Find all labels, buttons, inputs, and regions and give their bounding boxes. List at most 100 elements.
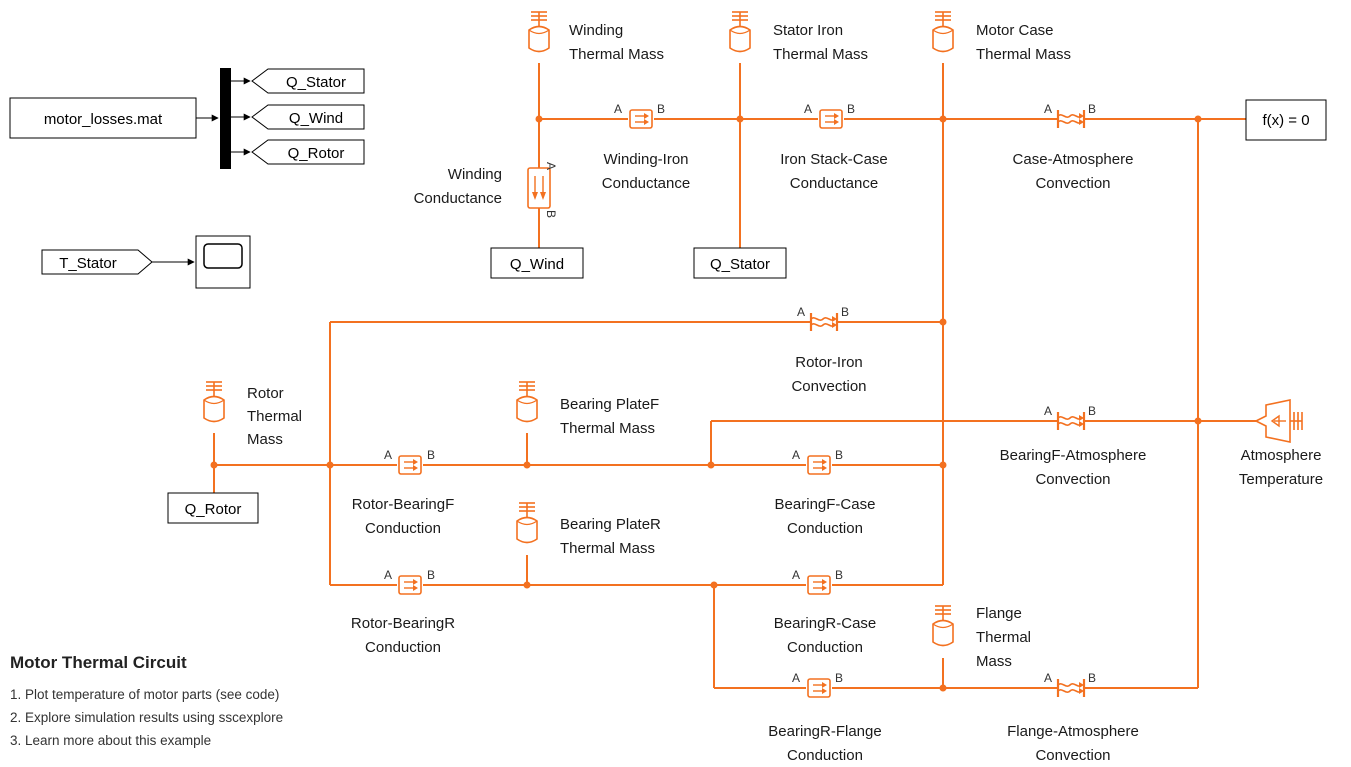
mass-label-2: Thermal [247, 408, 302, 425]
goto-label: Q_Stator [286, 74, 346, 91]
goto-label: Q_Wind [289, 110, 343, 127]
from-label: T_Stator [59, 255, 117, 272]
port-b-label: B [841, 305, 849, 319]
element-label-1: Rotor-BearingR [351, 615, 455, 632]
scope-icon [203, 243, 243, 269]
element-label-2: Conductance [414, 190, 502, 207]
goto-q-rotor[interactable]: Q_Rotor [251, 139, 365, 165]
element-label-2: Conduction [365, 639, 441, 656]
port-a-label: A [792, 448, 800, 462]
flange-atmosphere-convection[interactable]: A B Flange-Atmosphere Convection [1007, 671, 1139, 764]
port-a-label: A [1044, 671, 1052, 685]
from-file-label: motor_losses.mat [44, 111, 163, 128]
port-b-label: B [657, 102, 665, 116]
note-learn-more-link[interactable]: 3. Learn more about this example [10, 733, 211, 748]
from-label: Q_Stator [710, 256, 770, 273]
from-q-stator[interactable]: Q_Stator [693, 247, 787, 279]
element-label-2: Conduction [787, 520, 863, 537]
port-a-label: A [384, 568, 392, 582]
notes-title: Motor Thermal Circuit [10, 653, 187, 672]
port-b-label: B [1088, 671, 1096, 685]
bearingF-atmosphere-convection[interactable]: A B BearingF-Atmosphere Convection [1000, 404, 1147, 488]
port-a-label: A [544, 162, 558, 170]
bearing-plateF-thermal-mass[interactable]: Bearing PlateF Thermal Mass [516, 381, 659, 437]
port-b-label: B [835, 568, 843, 582]
mass-label-3: Mass [976, 653, 1012, 670]
winding-conductance[interactable]: A B Winding Conductance [414, 162, 558, 218]
port-a-label: A [804, 102, 812, 116]
port-a-label: A [1044, 404, 1052, 418]
from-label: Q_Wind [510, 256, 564, 273]
bearingF-case-conduction[interactable]: A B BearingF-Case Conduction [775, 448, 876, 537]
flange-thermal-mass[interactable]: Flange Thermal Mass [932, 605, 1031, 670]
element-label-1: Case-Atmosphere [1013, 151, 1134, 168]
scope-block[interactable] [195, 235, 251, 289]
mass-label-1: Winding [569, 22, 623, 39]
physical-connections [213, 63, 1256, 689]
stator-iron-thermal-mass[interactable]: Stator Iron Thermal Mass [729, 11, 868, 63]
from-q-wind[interactable]: Q_Wind [490, 247, 584, 279]
mass-label-1: Rotor [247, 385, 284, 402]
mass-label-2: Thermal Mass [560, 420, 655, 437]
element-label-2: Convection [1035, 471, 1110, 488]
winding-thermal-mass[interactable]: Winding Thermal Mass [528, 11, 664, 63]
element-label-1: Flange-Atmosphere [1007, 723, 1139, 740]
mass-label-2: Thermal [976, 629, 1031, 646]
rotor-thermal-mass[interactable]: Rotor Thermal Mass [203, 381, 302, 448]
rotor-iron-convection[interactable]: A B Rotor-Iron Convection [791, 305, 866, 395]
goto-q-wind[interactable]: Q_Wind [251, 104, 365, 130]
goto-q-stator[interactable]: Q_Stator [251, 68, 365, 94]
mass-label-3: Mass [247, 431, 283, 448]
port-b-label: B [1088, 404, 1096, 418]
element-label-1: BearingR-Flange [768, 723, 881, 740]
element-label-1: BearingF-Atmosphere [1000, 447, 1147, 464]
demux-bar[interactable] [220, 68, 231, 169]
mass-label-2: Thermal Mass [569, 46, 664, 63]
element-label-1: Iron Stack-Case [780, 151, 888, 168]
rotor-bearingR-conduction[interactable]: A B Rotor-BearingR Conduction [351, 568, 455, 656]
solver-configuration[interactable]: f(x) = 0 [1245, 99, 1327, 141]
element-label-1: Winding [448, 166, 502, 183]
port-a-label: A [614, 102, 622, 116]
port-b-label: B [1088, 102, 1096, 116]
port-b-label: B [427, 448, 435, 462]
from-file-block[interactable]: motor_losses.mat [9, 97, 197, 139]
element-label-2: Conduction [365, 520, 441, 537]
winding-iron-conductance[interactable]: A B Winding-Iron Conductance [602, 102, 690, 192]
mass-label-2: Thermal Mass [773, 46, 868, 63]
element-label-1: Rotor-Iron [795, 354, 863, 371]
model-notes: Motor Thermal Circuit 1. Plot temperatur… [10, 653, 283, 748]
port-a-label: A [1044, 102, 1052, 116]
element-label-2: Convection [791, 378, 866, 395]
port-b-label: B [544, 210, 558, 218]
element-label-2: Conductance [602, 175, 690, 192]
mass-label-1: Stator Iron [773, 22, 843, 39]
mass-label-1: Flange [976, 605, 1022, 622]
port-b-label: B [427, 568, 435, 582]
element-label-2: Conductance [790, 175, 878, 192]
bearingR-case-conduction[interactable]: A B BearingR-Case Conduction [774, 568, 877, 656]
bearingR-flange-conduction[interactable]: A B BearingR-Flange Conduction [768, 671, 881, 764]
element-label-2: Convection [1035, 747, 1110, 764]
from-q-rotor[interactable]: Q_Rotor [167, 492, 259, 524]
mass-label-1: Bearing PlateF [560, 396, 659, 413]
element-label-1: Winding-Iron [603, 151, 688, 168]
port-a-label: A [792, 671, 800, 685]
element-label-1: Rotor-BearingF [352, 496, 455, 513]
bearing-plateR-thermal-mass[interactable]: Bearing PlateR Thermal Mass [516, 502, 661, 557]
note-plot-link[interactable]: 1. Plot temperature of motor parts (see … [10, 687, 279, 702]
junction-dots [210, 115, 1202, 692]
rotor-bearingF-conduction[interactable]: A B Rotor-BearingF Conduction [352, 448, 455, 537]
element-label-1: BearingF-Case [775, 496, 876, 513]
iron-stack-case-conductance[interactable]: A B Iron Stack-Case Conductance [780, 102, 888, 192]
motor-case-thermal-mass[interactable]: Motor Case Thermal Mass [932, 11, 1071, 63]
note-sscexplore-link[interactable]: 2. Explore simulation results using ssce… [10, 710, 283, 725]
from-t-stator[interactable]: T_Stator [41, 249, 153, 275]
element-label-1: BearingR-Case [774, 615, 877, 632]
mass-label-1: Motor Case [976, 22, 1054, 39]
port-b-label: B [835, 671, 843, 685]
case-atmosphere-convection[interactable]: A B Case-Atmosphere Convection [1013, 102, 1134, 192]
mass-label-1: Bearing PlateR [560, 516, 661, 533]
goto-label: Q_Rotor [288, 145, 345, 162]
atmosphere-temperature-source[interactable]: Atmosphere Temperature [1239, 399, 1323, 488]
